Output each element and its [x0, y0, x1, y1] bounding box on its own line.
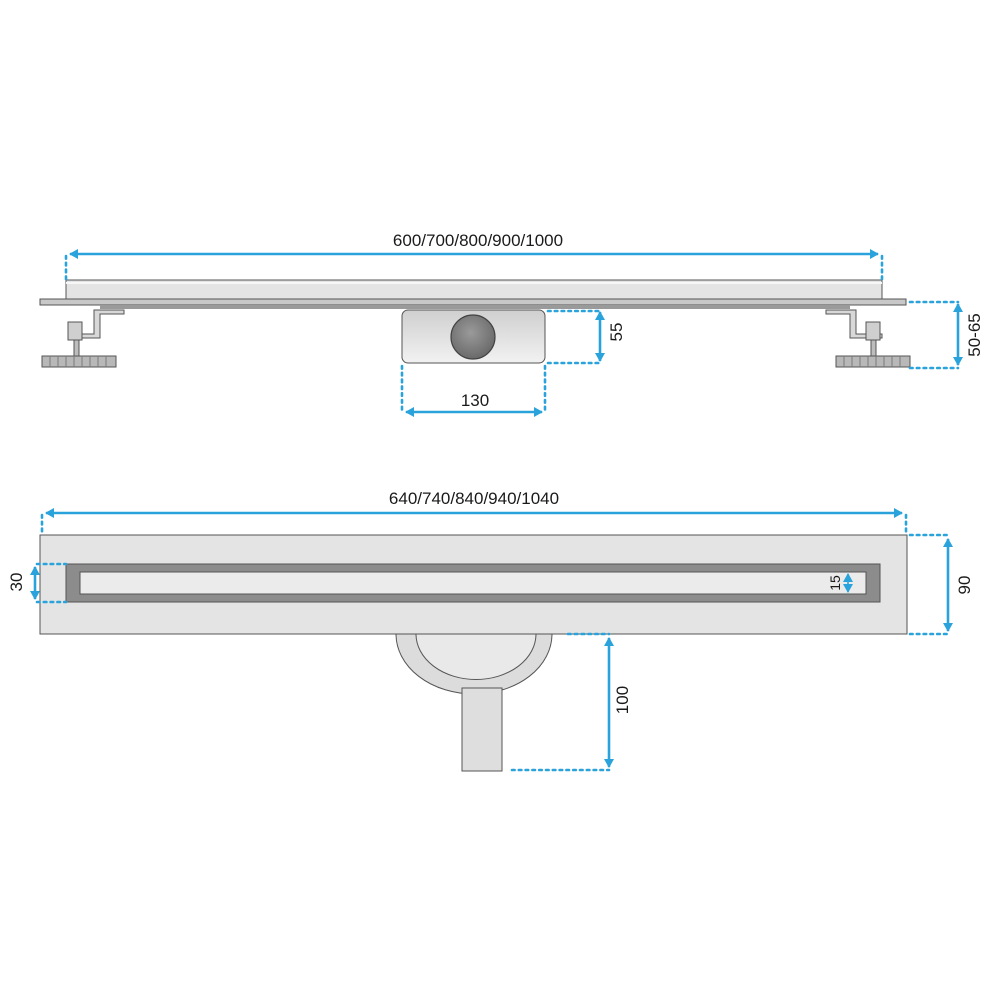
label-channel-length: 600/700/800/900/1000 — [393, 231, 563, 250]
label-overall-length: 640/740/840/940/1040 — [389, 489, 559, 508]
drain-outlet-pipe — [450, 314, 496, 360]
dimension-slot-width: 30 — [7, 562, 68, 604]
dimension-overall-length: 640/740/840/940/1040 — [40, 489, 908, 537]
side-view: 600/700/800/900/1000 55 130 50-65 — [39, 231, 984, 417]
label-overall-width: 90 — [955, 576, 974, 595]
dimension-drain-box-width: 130 — [400, 364, 547, 417]
label-inner-slot: 15 — [827, 575, 843, 591]
dimension-outlet-depth: 100 — [510, 632, 632, 772]
outlet-pipe — [461, 687, 503, 772]
leveling-foot-left — [41, 309, 125, 368]
label-drain-box-height: 55 — [607, 323, 626, 342]
dimension-channel-length: 600/700/800/900/1000 — [64, 231, 884, 282]
dimension-adjustable-height: 50-65 — [908, 300, 984, 370]
top-view: 640/740/840/940/1040 30 15 90 100 — [7, 489, 974, 772]
leveling-foot-right — [825, 309, 911, 368]
channel-flange — [39, 298, 907, 306]
label-slot-width: 30 — [7, 573, 26, 592]
label-drain-box-width: 130 — [461, 391, 489, 410]
dimension-drain-box-height: 55 — [546, 309, 626, 365]
drain-grate — [79, 571, 867, 595]
label-outlet-depth: 100 — [613, 686, 632, 714]
channel-base — [100, 305, 850, 309]
dimension-overall-width: 90 — [908, 533, 974, 636]
label-adjustable-height: 50-65 — [965, 313, 984, 356]
dimension-inner-slot: 15 — [827, 573, 853, 593]
